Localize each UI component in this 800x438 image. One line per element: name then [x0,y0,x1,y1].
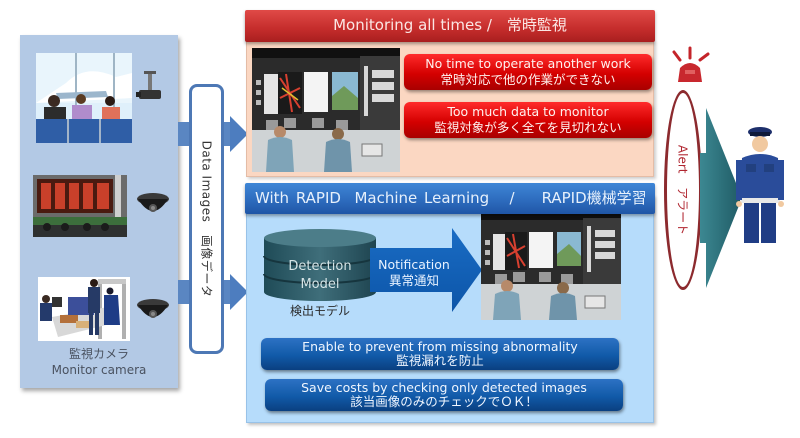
problem-en: Too much data to monitor [447,104,609,119]
notification-label: Notification 異常通知 [372,257,456,289]
problem-card-no-time: No time to operate another work 常時対応で他の作… [404,54,652,90]
arrow-to-rapid [230,274,248,310]
benefit-card-save-costs: Save costs by checking only detected ima… [265,379,623,411]
dome-camera-icon [136,191,170,217]
detection-model-label: Detection Model [262,258,378,294]
alert-label: Alert アラート [675,144,690,236]
notification-arrow [370,228,482,312]
problem-card-too-much-data: Too much data to monitor 監視対象が多く全てを見切れない [404,102,652,138]
problem-ja: 監視対象が多く全てを見切れない [434,120,622,135]
connector-bar-bottom-right [224,280,232,304]
detection-model-line2: Model [300,277,340,292]
monitor-camera-panel: 監視カメラ Monitor camera [20,35,178,388]
monitoring-header: Monitoring all times / 常時監視 [245,10,655,42]
data-images-label: Data Images 画像データ [199,140,213,298]
detection-model-database-icon [263,229,377,301]
notification-en: Notification [378,257,450,272]
station-departure-board-image [33,175,127,237]
security-checkpoint-image [38,277,130,341]
detection-model-line1: Detection [288,259,352,274]
arrow-to-monitoring [230,116,248,152]
control-room-image-bottom [481,212,621,320]
monitor-camera-label-ja: 監視カメラ [68,347,129,361]
problem-en: No time to operate another work [425,56,631,71]
siren-light-icon [672,46,710,82]
alert-arrow [700,108,742,288]
benefit-en: Save costs by checking only detected ima… [301,380,587,395]
dome-camera-icon [136,297,170,323]
airport-lounge-image [36,53,132,143]
benefit-en: Enable to prevent from missing abnormali… [302,339,578,354]
ceiling-camera-icon [136,71,164,111]
problem-ja: 常時対応で他の作業ができない [440,72,616,87]
rapid-header: With RAPID Machine Learning / RAPID機械学習 [245,183,655,214]
notification-ja: 異常通知 [388,273,439,288]
connector-bar-top [178,122,192,146]
benefit-ja: 該当画像のみのチェックでＯＫ！ [350,394,538,409]
detection-model-caption: 検出モデル [289,304,350,318]
security-guard-icon [736,127,784,243]
data-images-pill: Data Images 画像データ [189,84,224,354]
monitor-camera-label-en: Monitor camera [51,363,147,377]
connector-bar-bottom [178,280,192,304]
control-room-image-top [252,48,400,172]
benefit-ja: 監視漏れを防止 [396,353,484,368]
benefit-card-prevent-missing: Enable to prevent from missing abnormali… [261,338,619,370]
connector-bar-top-right [224,122,232,146]
